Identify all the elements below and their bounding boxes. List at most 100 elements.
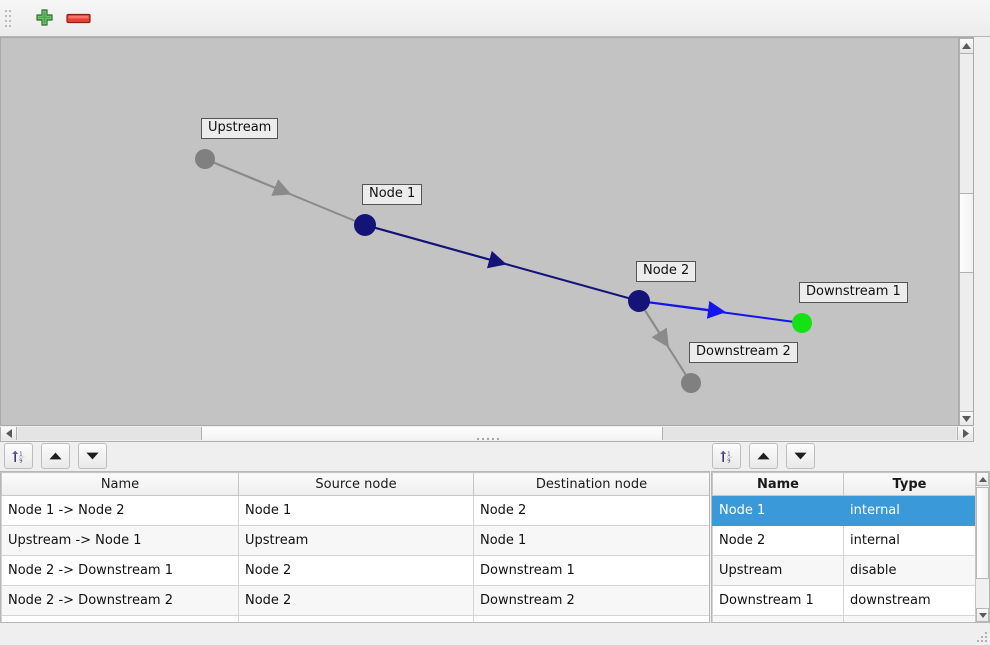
- nodes-col-type[interactable]: Type: [843, 472, 976, 496]
- nodes-filler-cell: [712, 615, 844, 622]
- nodes-col-name[interactable]: Name: [712, 472, 844, 496]
- links-cell-destination[interactable]: Node 1: [473, 525, 709, 556]
- links-table[interactable]: Name Source node Destination node Node 1…: [1, 472, 709, 622]
- nodes-scroll-down-button[interactable]: [976, 608, 989, 622]
- links-cell-destination[interactable]: Downstream 1: [473, 555, 709, 586]
- table-row[interactable]: Node 1 internal: [712, 495, 976, 526]
- graph-label-upstream[interactable]: Upstream: [201, 118, 279, 139]
- nodes-cell-type[interactable]: internal: [843, 525, 976, 556]
- graph-svg: [195, 149, 812, 393]
- scroll-down-button[interactable]: [959, 411, 973, 425]
- graph-node-node1[interactable]: [354, 214, 376, 236]
- links-cell-name[interactable]: Node 2 -> Downstream 1: [1, 555, 239, 586]
- window-resize-grip[interactable]: [975, 630, 987, 642]
- toolbar-drag-handle[interactable]: [4, 7, 14, 29]
- chevron-up-icon: [962, 43, 971, 49]
- nodes-toolbar: 1 9: [712, 443, 815, 469]
- links-move-down-button[interactable]: [78, 443, 107, 469]
- nodes-cell-type[interactable]: disable: [843, 555, 976, 586]
- links-cell-source[interactable]: Node 1: [238, 495, 474, 526]
- canvas-vertical-scrollbar[interactable]: [958, 38, 973, 425]
- table-row[interactable]: Downstream 1 downstream: [712, 585, 976, 616]
- toolbar: [0, 0, 990, 37]
- hscroll-page-left[interactable]: [18, 427, 201, 440]
- graph-node-downstream1[interactable]: [792, 313, 812, 333]
- scroll-left-button[interactable]: [1, 427, 17, 440]
- scroll-right-button[interactable]: [957, 427, 973, 440]
- table-row[interactable]: Upstream disable: [712, 555, 976, 586]
- links-table-header-row: Name Source node Destination node: [1, 472, 709, 496]
- edge-node2-downstream1[interactable]: [638, 300, 803, 324]
- nodes-table-panel: Name Type Node 1 internal Node 2 interna…: [711, 471, 990, 623]
- add-node-button[interactable]: [28, 3, 60, 33]
- links-move-up-button[interactable]: [41, 443, 70, 469]
- graph-node-downstream2[interactable]: [681, 373, 701, 393]
- graph-label-downstream1[interactable]: Downstream 1: [799, 282, 908, 303]
- nodes-cell-name[interactable]: Downstream 1: [712, 585, 844, 616]
- graph-label-node1[interactable]: Node 1: [362, 184, 423, 205]
- nodes-move-down-button[interactable]: [786, 443, 815, 469]
- links-cell-destination[interactable]: Node 2: [473, 495, 709, 526]
- links-sort-button[interactable]: 1 9: [4, 443, 33, 469]
- edge-upstream-node1[interactable]: [204, 158, 366, 226]
- plus-icon: [35, 8, 54, 28]
- vscroll-page-up[interactable]: [959, 54, 973, 193]
- nodes-scroll-thumb[interactable]: [976, 487, 989, 579]
- nodes-cell-type[interactable]: downstream: [843, 585, 976, 616]
- canvas-horizontal-scrollbar[interactable]: [0, 427, 974, 442]
- sort-icon: 1 9: [11, 449, 26, 464]
- links-toolbar: 1 9: [4, 443, 107, 469]
- nodes-move-up-button[interactable]: [749, 443, 778, 469]
- nodes-cell-name[interactable]: Node 2: [712, 525, 844, 556]
- nodes-scroll-up-button[interactable]: [976, 472, 989, 486]
- nodes-table-scrollbar[interactable]: [975, 472, 989, 622]
- scroll-up-button[interactable]: [959, 38, 973, 54]
- graph-label-node2[interactable]: Node 2: [636, 261, 697, 282]
- graph-node-upstream[interactable]: [195, 149, 215, 169]
- links-filler-cell: [473, 615, 709, 622]
- vscroll-thumb[interactable]: [959, 193, 973, 273]
- links-cell-name[interactable]: Upstream -> Node 1: [1, 525, 239, 556]
- hscroll-thumb[interactable]: [201, 427, 663, 440]
- nodes-filler-cell: [843, 615, 976, 622]
- graph-canvas[interactable]: Upstream Node 1 Node 2 Downstream 1 Down…: [0, 37, 974, 426]
- edge-node1-node2[interactable]: [364, 224, 640, 302]
- nodes-sort-button[interactable]: 1 9: [712, 443, 741, 469]
- svg-text:1: 1: [727, 451, 730, 457]
- nodes-table[interactable]: Name Type Node 1 internal Node 2 interna…: [712, 472, 976, 622]
- links-col-source[interactable]: Source node: [238, 472, 474, 496]
- links-cell-source[interactable]: Node 2: [238, 555, 474, 586]
- table-row[interactable]: Node 2 internal: [712, 525, 976, 556]
- table-row[interactable]: Node 2 -> Downstream 2 Node 2 Downstream…: [1, 585, 709, 616]
- links-col-destination[interactable]: Destination node: [473, 472, 709, 496]
- hscroll-page-right[interactable]: [663, 427, 956, 440]
- nodes-cell-type[interactable]: internal: [843, 495, 976, 526]
- graph-node-node2[interactable]: [628, 290, 650, 312]
- vscroll-page-down[interactable]: [959, 273, 973, 411]
- links-cell-source[interactable]: Node 2: [238, 585, 474, 616]
- nodes-table-header-row: Name Type: [712, 472, 976, 496]
- chevron-down-icon: [978, 612, 987, 618]
- links-table-filler-row: [1, 615, 709, 622]
- panel-splitter[interactable]: [470, 436, 506, 441]
- nodes-cell-name[interactable]: Upstream: [712, 555, 844, 586]
- edge-node2-downstream2[interactable]: [638, 300, 692, 384]
- links-cell-name[interactable]: Node 2 -> Downstream 2: [1, 585, 239, 616]
- links-filler-cell: [1, 615, 239, 622]
- links-filler-cell: [238, 615, 474, 622]
- table-row[interactable]: Upstream -> Node 1 Upstream Node 1: [1, 525, 709, 556]
- sort-icon: 1 9: [719, 449, 734, 464]
- table-row[interactable]: Node 2 -> Downstream 1 Node 2 Downstream…: [1, 555, 709, 586]
- remove-node-button[interactable]: [60, 3, 96, 33]
- graph-label-downstream2[interactable]: Downstream 2: [689, 342, 798, 363]
- status-strip: [0, 623, 990, 645]
- nodes-cell-name[interactable]: Node 1: [712, 495, 844, 526]
- table-row[interactable]: Node 1 -> Node 2 Node 1 Node 2: [1, 495, 709, 526]
- links-cell-source[interactable]: Upstream: [238, 525, 474, 556]
- chevron-left-icon: [5, 429, 12, 438]
- links-cell-destination[interactable]: Downstream 2: [473, 585, 709, 616]
- links-col-name[interactable]: Name: [1, 472, 239, 496]
- links-cell-name[interactable]: Node 1 -> Node 2: [1, 495, 239, 526]
- triangle-up-icon: [757, 452, 770, 460]
- minus-icon: [65, 11, 91, 25]
